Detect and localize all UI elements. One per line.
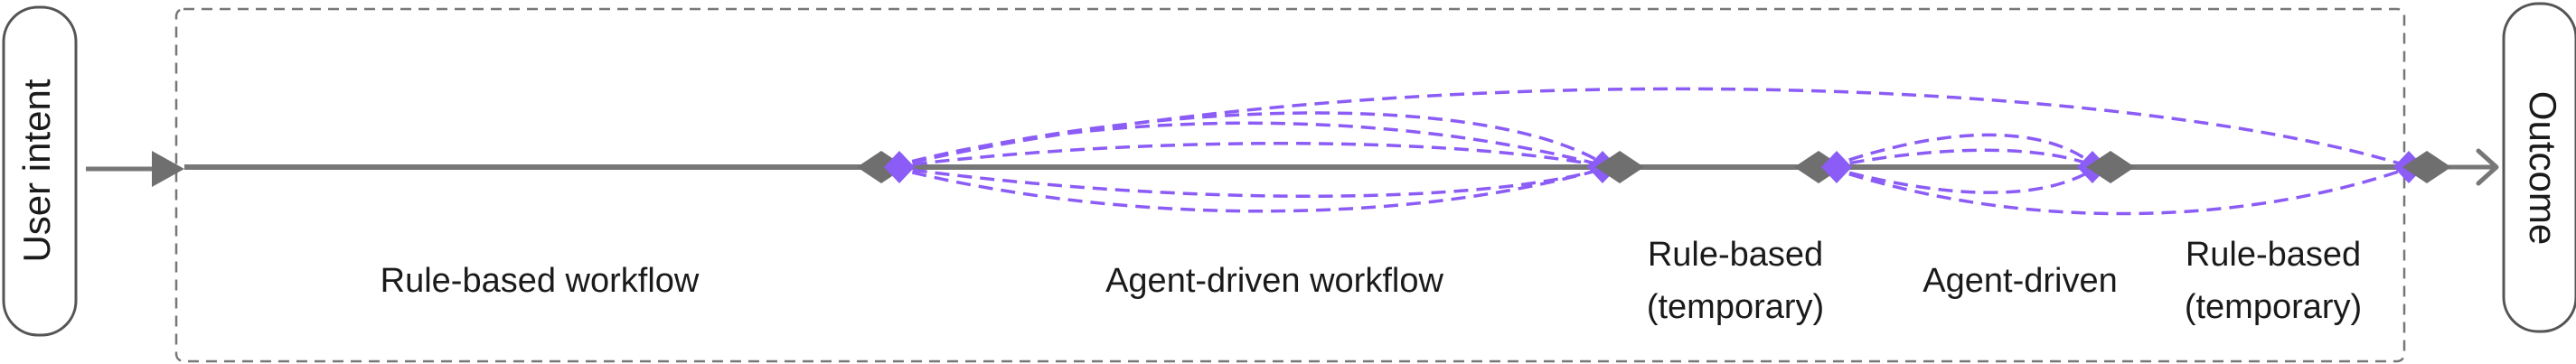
agent-loops-long (889, 87, 2412, 216)
start-label: User intent (15, 79, 58, 262)
start-pill (2, 5, 78, 337)
segment-label-rule-based-workflow: Rule-based workflow (381, 262, 700, 300)
transition-1 (857, 151, 915, 183)
transition-4 (2077, 151, 2135, 183)
agent-node (1821, 151, 1852, 183)
transition-3 (1794, 151, 1852, 183)
agent-node (884, 151, 915, 183)
entry-arrow (86, 151, 184, 187)
end-label: Outcome (2522, 91, 2564, 245)
start-node: User intent (2, 5, 78, 337)
rule-node (2402, 151, 2451, 183)
agent-loop (1827, 165, 2098, 194)
agent-loop (1827, 165, 2412, 216)
rule-node (1595, 151, 1644, 183)
system-boundary (174, 7, 2406, 363)
segment-label-rule-based-temporary-1-line-2: (temporary) (1647, 288, 1824, 326)
agent-loop (1827, 148, 2098, 169)
end-pill (2502, 2, 2576, 333)
segment-label-rule-based-temporary-1-line-1: Rule-based (1648, 236, 1823, 274)
agent-loop (1827, 133, 2099, 169)
transition-5 (2393, 151, 2451, 183)
agent-loop (889, 111, 1610, 169)
rule-node (2086, 151, 2135, 183)
exit-arrowhead (2476, 148, 2499, 186)
agent-loops-section-1 (889, 111, 1610, 213)
segment-label-rule-based-temporary-2-line-1: Rule-based (2186, 236, 2361, 274)
end-node: Outcome (2502, 2, 2576, 333)
agent-loop (889, 121, 1610, 169)
agent-loops-section-2 (1827, 133, 2099, 194)
segment-label-agent-driven-workflow: Agent-driven workflow (1105, 262, 1443, 300)
agent-loop (889, 165, 1610, 213)
segment-label-agent-driven: Agent-driven (1923, 262, 2117, 300)
agent-loop (889, 142, 1610, 169)
segment-label-rule-based-temporary-2-line-2: (temporary) (2185, 288, 2362, 326)
entry-arrowhead (152, 151, 184, 187)
agent-loop (889, 165, 1610, 198)
transition-2 (1587, 151, 1644, 183)
agent-loop (889, 87, 2412, 169)
